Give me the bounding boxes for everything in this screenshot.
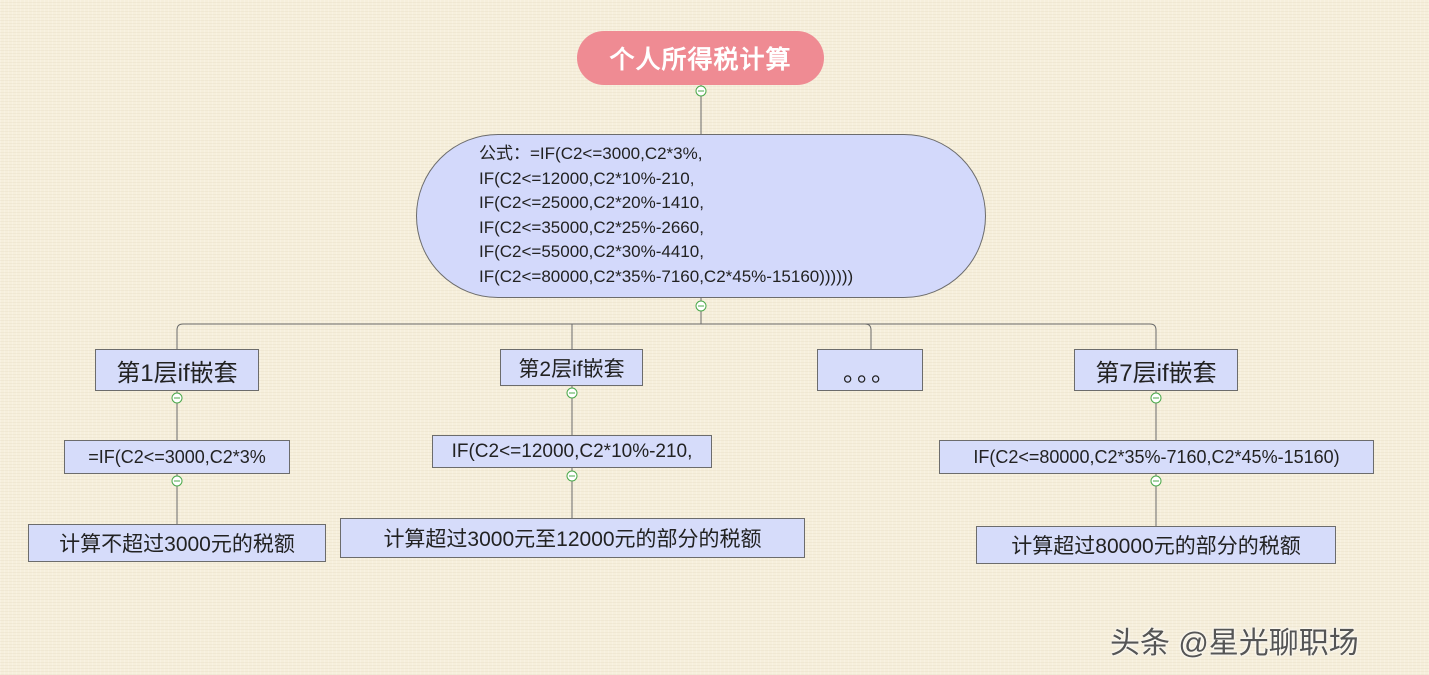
watermark: 头条 @星光聊职场 [1110, 627, 1359, 660]
formula-line: IF(C2<=25000,C2*20%-1410, [479, 193, 704, 212]
branch-1-formula: =IF(C2<=3000,C2*3% [88, 446, 266, 467]
branch-1-description-topic[interactable]: 计算不超过3000元的税额 [28, 524, 326, 562]
connector-bus-branch-3 [864, 323, 872, 349]
branch-4-label: 第7层if嵌套 [1095, 359, 1217, 387]
collapse-toggle-icon[interactable] [566, 387, 578, 399]
formula-line: IF(C2<=35000,C2*25%-2660, [479, 217, 704, 237]
collapse-toggle-icon[interactable] [171, 392, 183, 404]
branch-4-formula: IF(C2<=80000,C2*35%-7160,C2*45%-15160) [973, 446, 1340, 467]
formula-line: IF(C2<=12000,C2*10%-210, [479, 168, 695, 188]
branch-1-description: 计算不超过3000元的税额 [59, 533, 295, 556]
root-topic-label: 个人所得税计算 [609, 46, 792, 74]
collapse-toggle-icon[interactable] [566, 470, 578, 482]
branch-4-topic[interactable]: 第7层if嵌套 [1074, 349, 1238, 391]
formula-line: IF(C2<=55000,C2*30%-4410, [479, 242, 704, 261]
collapse-toggle-icon[interactable] [171, 475, 183, 487]
formula-topic[interactable]: 公式：=IF(C2<=3000,C2*3%, IF(C2<=12000,C2*1… [416, 134, 986, 298]
collapse-toggle-icon[interactable] [695, 300, 707, 312]
collapse-toggle-icon[interactable] [1150, 475, 1162, 487]
collapse-toggle-icon[interactable] [695, 85, 707, 97]
branch-1-topic[interactable]: 第1层if嵌套 [95, 349, 259, 391]
collapse-toggles [171, 85, 1162, 487]
branch-1-label: 第1层if嵌套 [116, 359, 238, 387]
collapse-toggle-icon[interactable] [1150, 392, 1162, 404]
branch-2-formula-topic[interactable]: IF(C2<=12000,C2*10%-210, [432, 435, 712, 468]
branch-4-description: 计算超过80000元的部分的税额 [1011, 535, 1301, 558]
branch-2-topic[interactable]: 第2层if嵌套 [500, 349, 643, 386]
branch-2-description: 计算超过3000元至12000元的部分的税额 [383, 528, 762, 551]
branch-3-label: 。。。 [843, 359, 897, 387]
branch-2-formula: IF(C2<=12000,C2*10%-210, [451, 440, 693, 462]
branch-2-label: 第2层if嵌套 [518, 357, 625, 381]
formula-line: 公式：=IF(C2<=3000,C2*3%, [479, 144, 703, 163]
formula-line: IF(C2<=80000,C2*35%-7160,C2*45%-15160)))… [479, 266, 854, 286]
branch-2-description-topic[interactable]: 计算超过3000元至12000元的部分的税额 [340, 518, 805, 558]
branch-3-topic[interactable]: 。。。 [817, 349, 923, 391]
branch-4-formula-topic[interactable]: IF(C2<=80000,C2*35%-7160,C2*45%-15160) [939, 440, 1374, 474]
branch-1-formula-topic[interactable]: =IF(C2<=3000,C2*3% [64, 440, 290, 474]
branch-4-description-topic[interactable]: 计算超过80000元的部分的税额 [976, 526, 1336, 564]
connector-bus [176, 323, 1157, 349]
root-topic[interactable]: 个人所得税计算 [577, 31, 824, 85]
